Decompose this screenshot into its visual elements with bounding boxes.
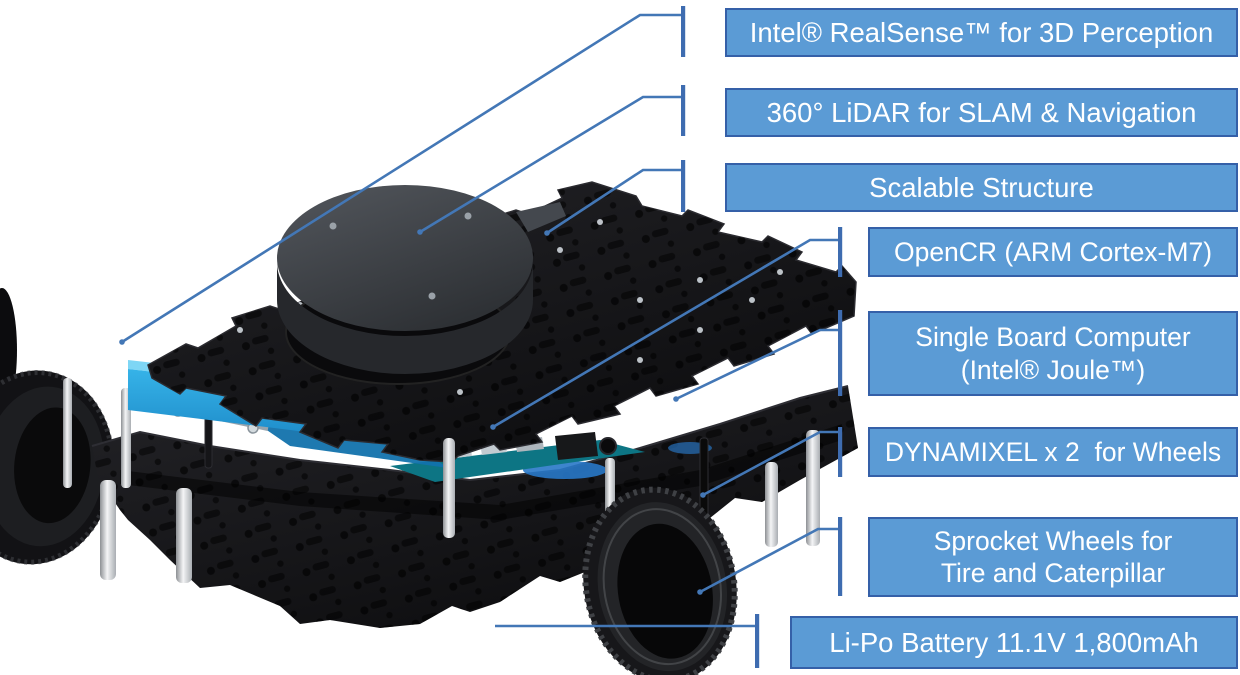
camera-lens [599,437,617,455]
label-opencr: OpenCR (ARM Cortex-M7) [868,227,1238,277]
label-sprocket: Sprocket Wheels for Tire and Caterpillar [868,517,1238,597]
leader-ticks [681,6,843,668]
label-structure: Scalable Structure [725,163,1238,212]
leader-line-realsense [121,13,684,344]
label-dynamixel-text: DYNAMIXEL x 2 for Wheels [884,436,1222,467]
tick-opencr [838,227,843,277]
label-opencr-text: OpenCR (ARM Cortex-M7) [893,236,1213,267]
tick-sbc [838,310,843,396]
tick-realsense [681,6,686,57]
label-sbc-line2: (Intel® Joule™) [960,354,1146,385]
label-lidar-text: 360° LiDAR for SLAM & Navigation [766,96,1197,128]
tick-sprocket [838,517,843,596]
label-lidar: 360° LiDAR for SLAM & Navigation [725,88,1238,137]
label-sprocket-line2: Tire and Caterpillar [940,558,1166,588]
tick-lidar [681,85,686,136]
leader-dots [119,229,706,595]
leader-line-sprocket [699,527,841,594]
tick-structure [681,160,686,212]
label-realsense: Intel® RealSense™ for 3D Perception [725,8,1238,57]
leader-line-structure [546,168,684,235]
tick-dynamixel [838,427,843,477]
label-structure-text: Scalable Structure [869,171,1094,203]
front-sprocket-wheel [582,486,738,675]
label-sbc: Single Board Computer (Intel® Joule™) [868,311,1238,396]
lidar-sensor [277,185,566,385]
chassis-body [91,385,858,628]
leader-line-opencr [492,238,841,429]
leader-lines [121,13,841,628]
label-battery: Li-Po Battery 11.1V 1,800mAh [790,616,1238,669]
label-sbc-line1: Single Board Computer [915,322,1191,353]
tick-battery [755,614,760,668]
leader-line-dynamixel [702,430,841,497]
leader-line-sbc [675,328,841,401]
label-battery-text: Li-Po Battery 11.1V 1,800mAh [829,626,1199,658]
label-dynamixel: DYNAMIXEL x 2 for Wheels [868,427,1238,477]
label-realsense-text: Intel® RealSense™ for 3D Perception [749,16,1214,48]
standoff-posts-rear [63,378,213,488]
label-sprocket-line1: Sprocket Wheels for [933,525,1173,556]
leader-line-lidar [419,95,684,234]
